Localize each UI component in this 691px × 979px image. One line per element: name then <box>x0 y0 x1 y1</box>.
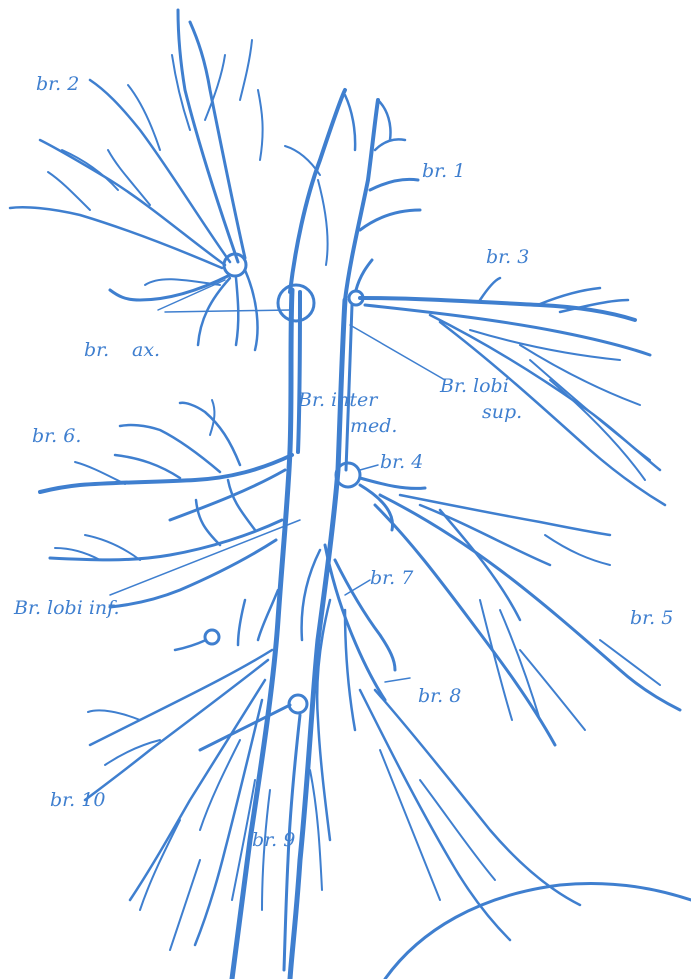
branch-br6 <box>40 400 292 520</box>
label-br-ax-part1: br. <box>84 339 109 361</box>
branch-br2 <box>10 10 263 268</box>
label-br7: br. 7 <box>370 567 414 589</box>
label-br6: br. 6. <box>32 425 81 447</box>
label-br1: br. 1 <box>422 160 465 182</box>
branch-br9-br10 <box>85 650 322 970</box>
label-br10: br. 10 <box>50 789 105 811</box>
label-br-inter-part1: Br. inter <box>297 389 379 411</box>
label-br2: br. 2 <box>36 73 79 95</box>
label-br-ax-part2: ax. <box>132 339 160 361</box>
label-br-lobi-sup-part1: Br. lobi <box>439 375 509 397</box>
label-br3: br. 3 <box>486 246 529 268</box>
label-br9: br. 9 <box>252 829 295 851</box>
branch-br1 <box>285 90 420 305</box>
label-br-lobi-inf: Br. lobi inf. <box>13 597 120 619</box>
organ-outline-arc <box>385 883 691 979</box>
label-br4: br. 4 <box>380 451 423 473</box>
label-br5: br. 5 <box>630 607 673 629</box>
branch-br7-br8 <box>302 545 580 940</box>
label-br8: br. 8 <box>418 685 461 707</box>
label-br-inter-part2: med. <box>350 415 397 437</box>
branch-br-ax <box>110 254 314 350</box>
branch-br-lobi-inf <box>50 480 282 650</box>
label-br-lobi-sup-part2: sup. <box>482 401 522 423</box>
